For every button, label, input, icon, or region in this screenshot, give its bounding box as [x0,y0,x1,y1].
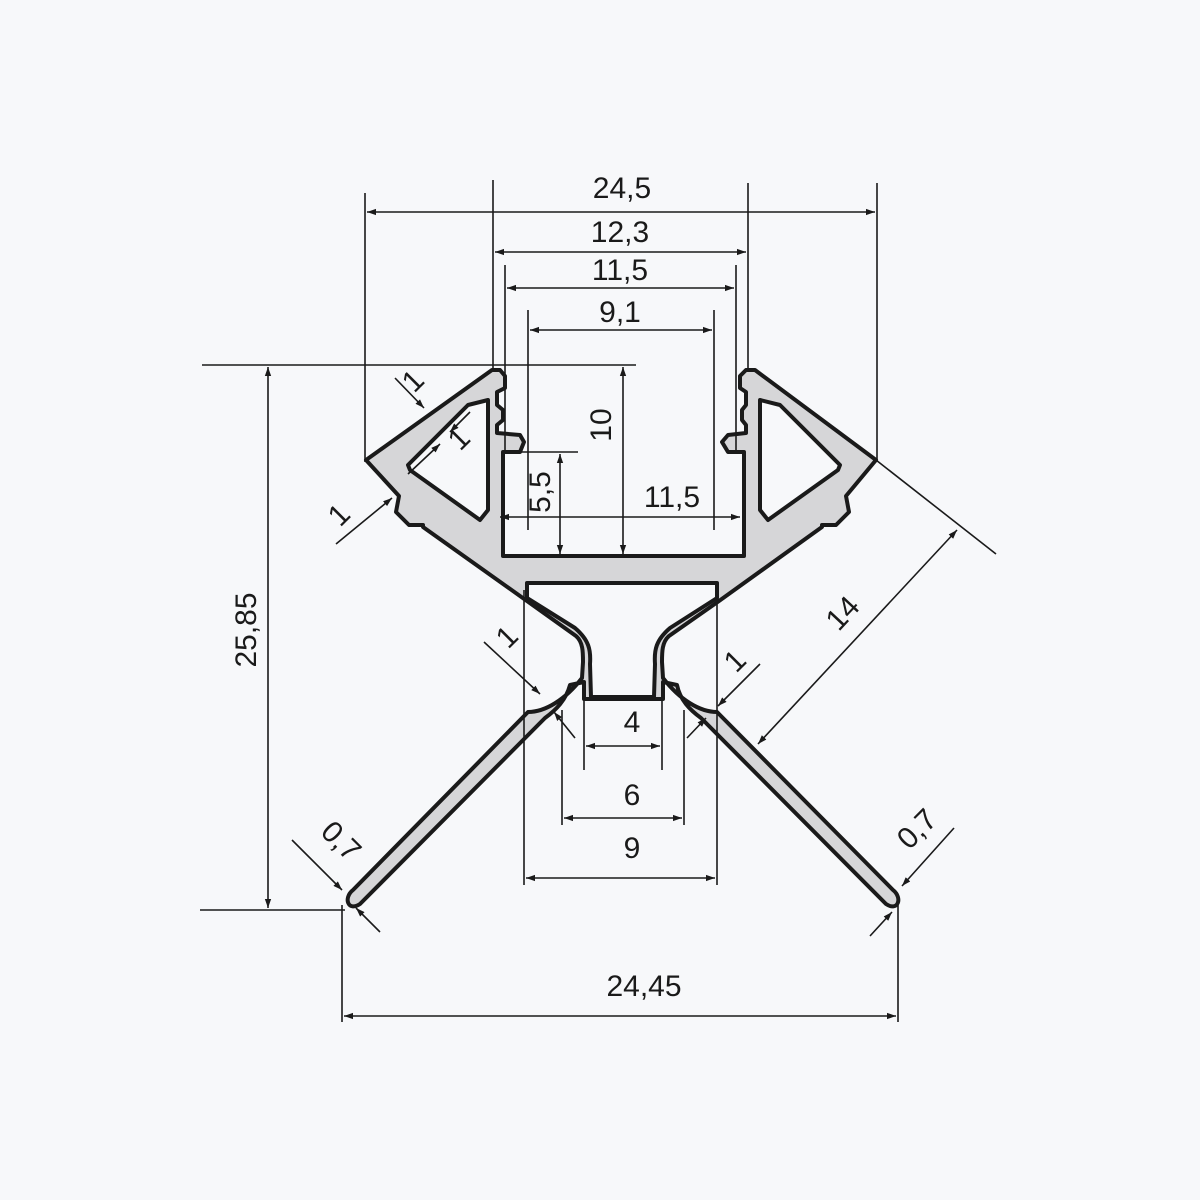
label-total-height: 25,85 [230,592,263,667]
label-top-flange-width: 12,3 [591,216,649,249]
label-wall-left-lower: 1 [322,498,357,533]
extension-lines [200,180,997,1022]
leader-fin-right-a [901,827,955,887]
label-wing-length: 14 [820,590,867,637]
leader-wall-neck-right-b [686,717,707,739]
dimension-lines [264,208,958,1020]
label-fin-tip-left: 0,7 [314,815,367,868]
leader-wall-left-inner-a [407,443,441,475]
label-channel-depth: 10 [585,408,618,441]
dim-line-wing [757,529,958,745]
label-bottom-overall-width: 24,45 [606,970,681,1003]
label-neck-base-width: 9 [624,832,641,865]
profile-neck-cavity [525,581,719,699]
leader-wall-left-inner-b [449,411,471,433]
profile-left-hollow [406,398,490,522]
leader-wall-neck-left-a [483,641,541,695]
leader-fin-left-b [355,907,381,933]
label-wall-upper-left: 1 [396,364,431,399]
leader-wall-neck-left-b [553,711,576,739]
label-neck-width: 4 [624,706,641,739]
label-wall-neck-left: 1 [490,620,525,655]
leader-fin-left-a [291,839,343,891]
label-channel-inner-width: 9,1 [599,296,641,329]
leader-fin-right-b [869,911,893,937]
leader-wall-upper-left [394,377,425,409]
label-channel-bottom-width: 11,5 [644,481,700,514]
label-groove-height: 5,5 [524,471,557,513]
label-wall-neck-right: 1 [718,644,753,679]
profile-right-hollow [758,398,842,522]
profile-section [345,368,901,909]
label-neck-outer-width: 6 [624,779,641,812]
leader-wall-left-lower [335,497,393,545]
label-top-overall-width: 24,5 [593,172,651,205]
leader-wall-neck-right-a [717,663,761,707]
label-channel-outer-width: 11,5 [592,254,648,287]
